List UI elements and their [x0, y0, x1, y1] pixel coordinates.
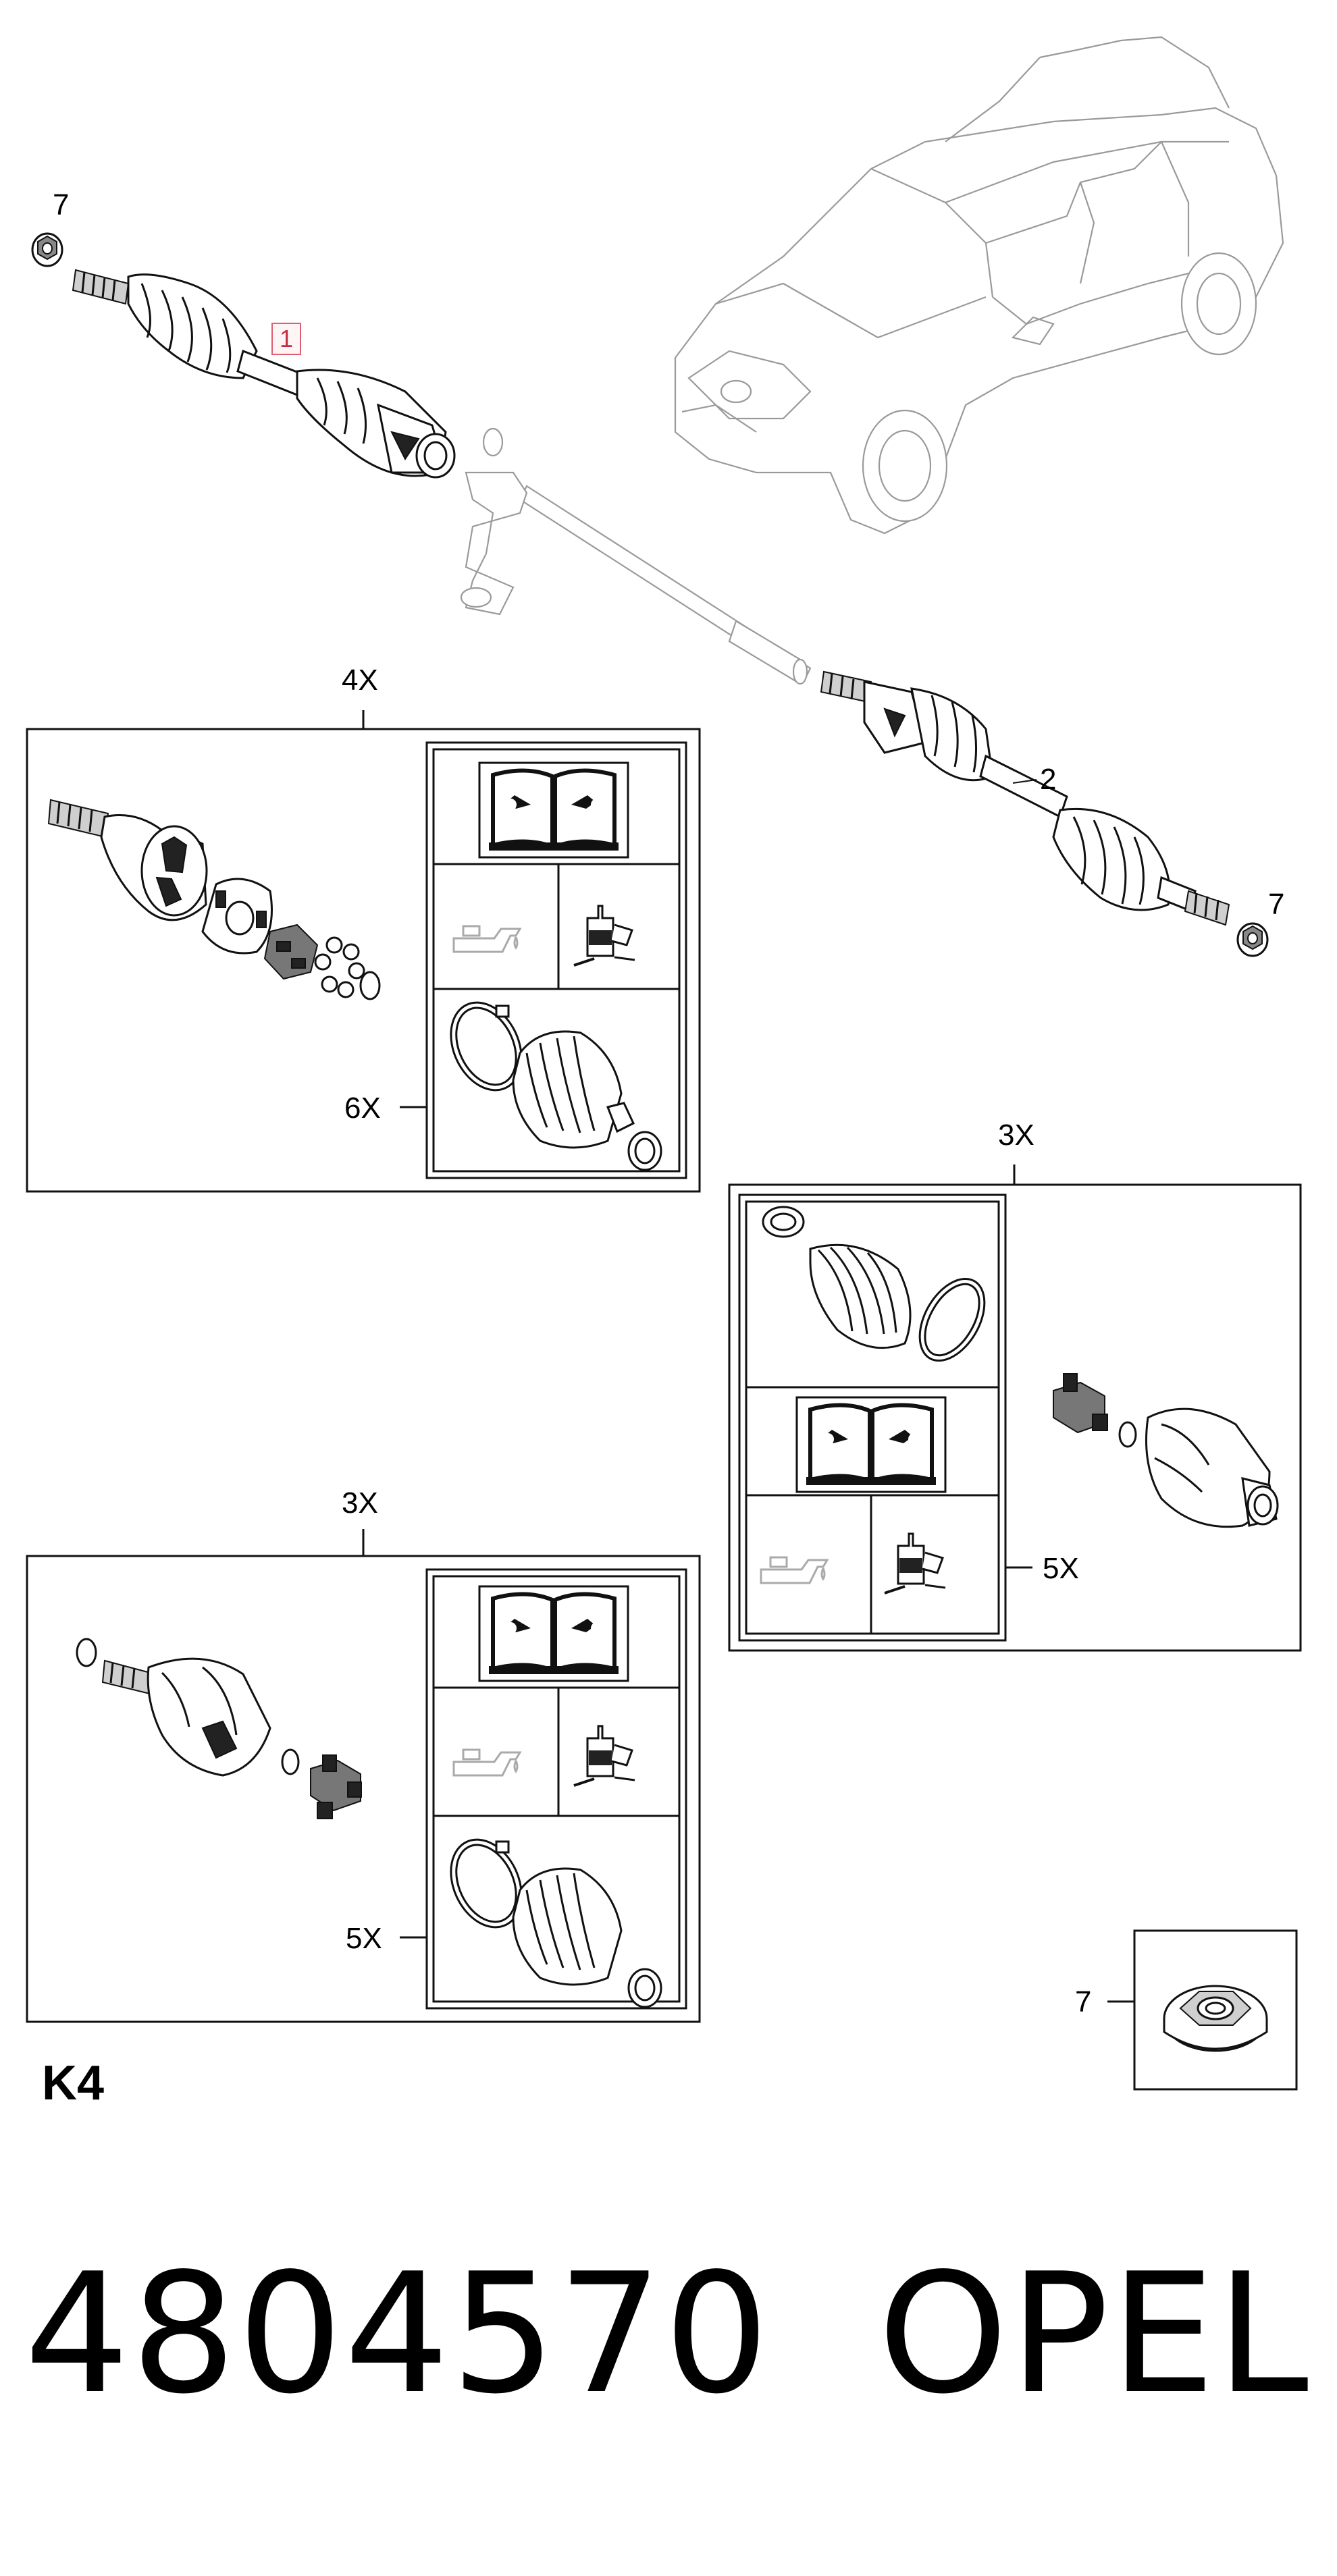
- kit-b-clamp-quantity: 5X: [1043, 1552, 1079, 1585]
- callout-7-right-nut: 7: [1268, 888, 1285, 921]
- kit-inner-joint-box-right: [728, 1164, 1302, 1652]
- right-drive-shaft: [820, 670, 1269, 957]
- kit-c-quantity: 3X: [342, 1486, 378, 1520]
- part-number: 4804570: [24, 2238, 771, 2430]
- diagram-code: K4: [42, 2056, 105, 2110]
- nut-detail-box: [1107, 1929, 1298, 2091]
- left-drive-shaft: [31, 232, 456, 479]
- callout-7-nut-detail: 7: [1075, 1985, 1092, 2018]
- brand-name: OPEL: [878, 2238, 1310, 2430]
- kit-outer-joint-box: [26, 710, 701, 1193]
- callout-1-left-shaft: 1: [271, 323, 301, 355]
- kit-a-clamp-quantity: 6X: [344, 1092, 381, 1125]
- leader-line: [1012, 779, 1037, 784]
- kit-inner-joint-box-left: [26, 1529, 701, 2023]
- kit-a-quantity: 4X: [342, 664, 378, 697]
- callout-2-right-shaft: 2: [1040, 763, 1057, 796]
- center-shaft-sketch: [460, 427, 812, 685]
- kit-c-clamp-quantity: 5X: [346, 1922, 382, 1955]
- vehicle-sketch: [674, 36, 1284, 535]
- callout-7-left-nut: 7: [53, 188, 70, 221]
- kit-b-quantity: 3X: [998, 1119, 1034, 1152]
